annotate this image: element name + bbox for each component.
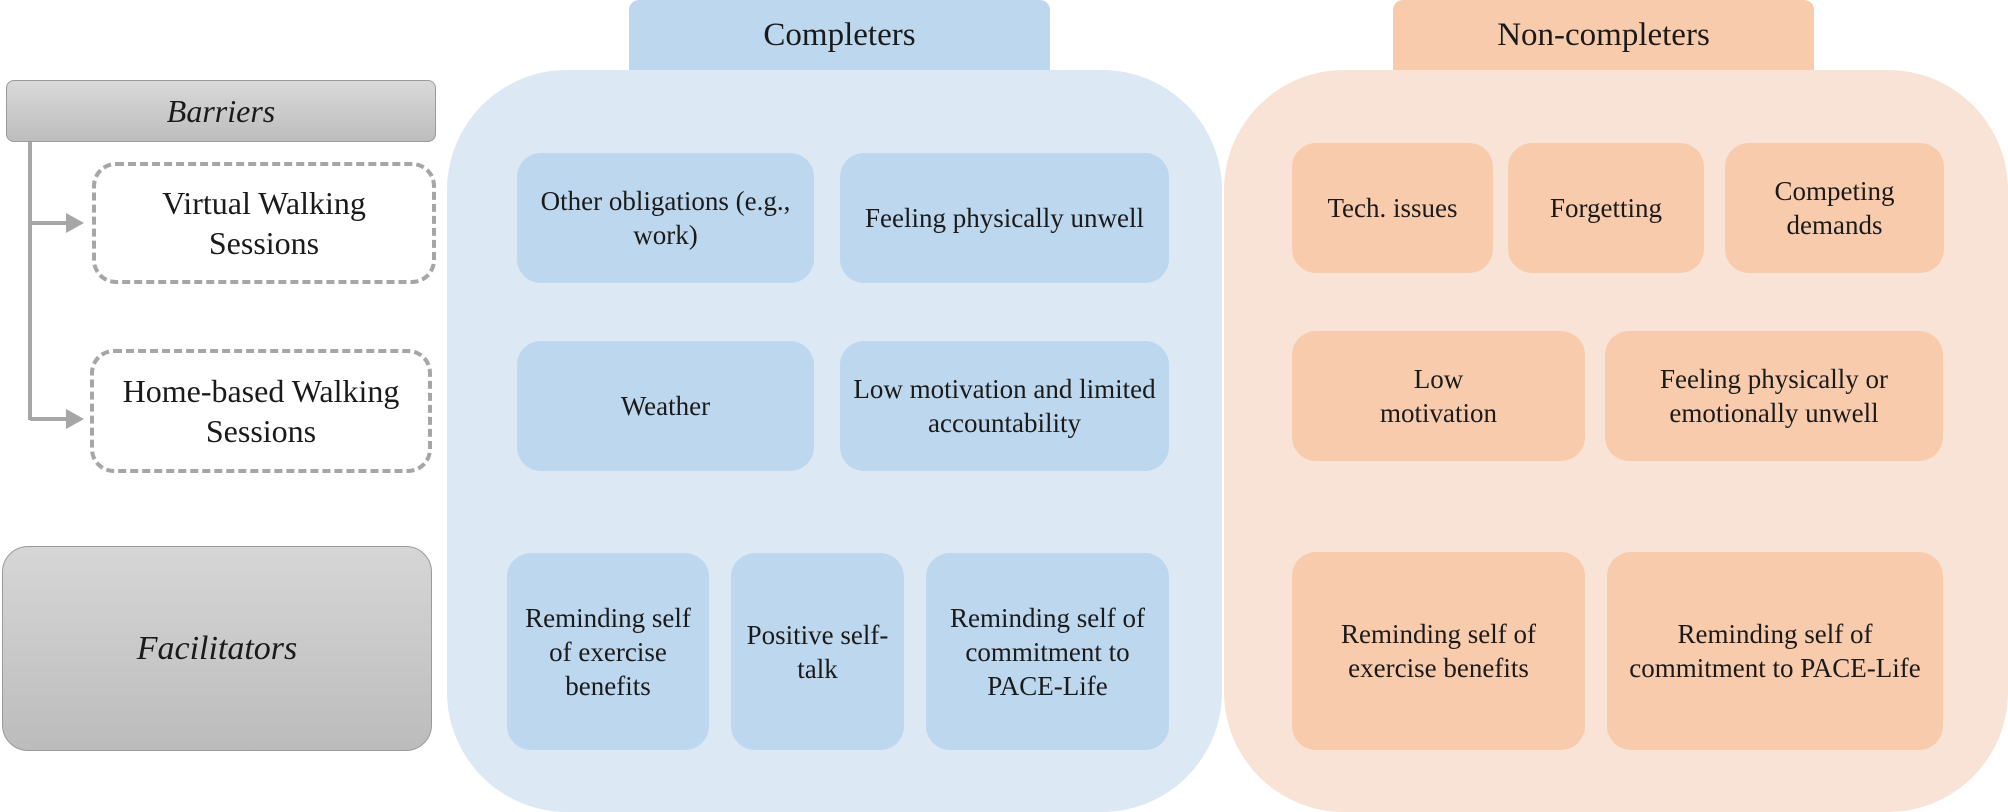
non-completers-virtual-barrier-card: Tech. issues — [1292, 143, 1493, 273]
non-completers-virtual-barrier-card: Forgetting — [1508, 143, 1704, 273]
non-completers-facilitator-card: Reminding self of exercise benefits — [1292, 552, 1585, 750]
barriers-label-box: Barriers — [6, 80, 436, 142]
arrow-home-icon — [66, 409, 84, 429]
arrow-virtual-icon — [66, 213, 84, 233]
card-text: Low motivation and limited accountabilit… — [853, 374, 1156, 438]
card-text: Reminding self of commitment to PACE-Lif… — [1629, 619, 1921, 683]
completers-facilitator-card: Positive self-talk — [731, 553, 904, 750]
non-completers-home-barrier-card: Low motivation — [1292, 331, 1585, 461]
card-text: Feeling physically unwell — [865, 203, 1144, 233]
card-text: Reminding self of commitment to PACE-Lif… — [950, 602, 1145, 701]
card-text: Reminding self of exercise benefits — [525, 602, 691, 701]
card-text: Positive self-talk — [746, 619, 889, 684]
completers-home-barrier-card: Low motivation and limited accountabilit… — [840, 341, 1169, 471]
non-completers-virtual-barrier-card: Competing demands — [1725, 143, 1944, 273]
facilitators-label: Facilitators — [136, 629, 298, 667]
facilitators-label-box: Facilitators — [2, 546, 432, 751]
home-walking-label: Home-based Walking Sessions — [122, 373, 400, 449]
virtual-walking-sessions-box: Virtual Walking Sessions — [92, 162, 436, 284]
barriers-label: Barriers — [166, 92, 276, 129]
completers-home-barrier-card: Weather — [517, 341, 814, 471]
non-completers-title: Non-completers — [1497, 16, 1710, 53]
card-text: Forgetting — [1549, 193, 1662, 223]
virtual-walking-label: Virtual Walking Sessions — [162, 185, 366, 261]
completers-header: Completers — [629, 0, 1050, 70]
card-text: Low motivation — [1380, 364, 1497, 428]
card-text: Weather — [620, 391, 711, 421]
card-text: Reminding self of exercise benefits — [1341, 619, 1536, 683]
barriers-connector — [28, 142, 84, 429]
completers-facilitator-card: Reminding self of exercise benefits — [507, 553, 709, 750]
completers-virtual-barrier-card: Other obligations (e.g., work) — [517, 153, 814, 283]
completers-title: Completers — [763, 16, 916, 53]
non-completers-facilitator-card: Reminding self of commitment to PACE-Lif… — [1607, 552, 1943, 750]
card-text: Competing demands — [1774, 176, 1895, 240]
home-walking-sessions-box: Home-based Walking Sessions — [90, 349, 432, 473]
card-text: Feeling physically or emotionally unwell — [1660, 364, 1888, 428]
non-completers-header: Non-completers — [1393, 0, 1814, 70]
card-text: Other obligations (e.g., work) — [540, 186, 791, 250]
card-text: Tech. issues — [1327, 193, 1458, 223]
completers-facilitator-card: Reminding self of commitment to PACE-Lif… — [926, 553, 1169, 750]
completers-virtual-barrier-card: Feeling physically unwell — [840, 153, 1169, 283]
non-completers-home-barrier-card: Feeling physically or emotionally unwell — [1605, 331, 1943, 461]
